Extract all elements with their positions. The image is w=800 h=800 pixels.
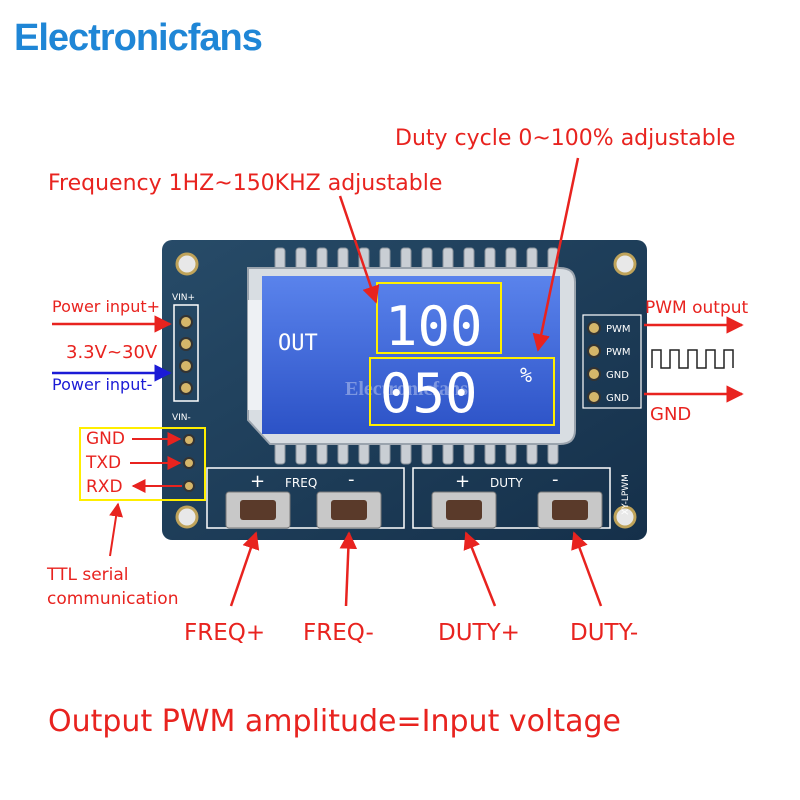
pin-vin-minus <box>179 381 193 395</box>
freq-plus-label: FREQ+ <box>184 620 265 646</box>
serial-txd-annotation: TXD <box>85 453 121 473</box>
freq-plus-silk: + <box>250 471 265 492</box>
freq-silk-label: FREQ <box>285 476 317 490</box>
lcd-bottom-value: 050 <box>380 362 478 425</box>
footer-caption: Output PWM amplitude=Input voltage <box>48 704 621 739</box>
freq-plus-arrow <box>229 531 260 607</box>
duty-plus-arrow <box>463 531 497 607</box>
duty-plus-label: DUTY+ <box>438 620 520 646</box>
pin-serial-gnd <box>183 434 195 446</box>
model-label: XY-LPWM <box>621 474 631 515</box>
output-pin-label: PWM <box>606 324 631 335</box>
lcd-mode-label: OUT <box>278 331 318 356</box>
ttl-serial-line-1: TTL serial <box>46 565 129 585</box>
lcd-pins-top <box>274 247 559 273</box>
pin-vin-plus <box>179 315 193 329</box>
lcd-screen <box>262 276 560 434</box>
vin-minus-label: VIN- <box>172 413 191 423</box>
mount-hole-bottom-right <box>613 505 637 529</box>
freq-minus-button[interactable] <box>316 491 382 529</box>
duty-minus-label: DUTY- <box>570 620 638 646</box>
vin-plus-label: VIN+ <box>172 293 195 303</box>
lcd-pins-bottom <box>274 439 559 465</box>
duty-minus-silk: - <box>552 469 559 490</box>
voltage-range-annotation: 3.3V~30V <box>66 342 158 363</box>
power-plus-annotation: Power input+ <box>52 297 160 316</box>
mount-hole-top-left <box>175 252 199 276</box>
mount-hole-bottom-left <box>175 505 199 529</box>
lcd-edge <box>248 300 262 410</box>
output-pin-gnd-3 <box>587 390 601 404</box>
serial-rxd-annotation: RXD <box>86 477 123 497</box>
output-header-outline <box>582 314 642 409</box>
watermark: Electronicfans <box>345 378 468 400</box>
serial-highlight-box <box>79 427 206 501</box>
duty-cycle-annotation: Duty cycle 0~100% adjustable <box>395 126 735 151</box>
pin-vin-3 <box>179 359 193 373</box>
ttl-serial-line-2: communication <box>47 589 178 609</box>
pin-serial-rxd <box>183 480 195 492</box>
frequency-arrow <box>338 195 380 304</box>
brand-logo: Electronicfans <box>14 17 262 59</box>
duty-minus-button[interactable] <box>537 491 603 529</box>
duty-minus-arrow <box>571 531 603 607</box>
pcb-board: OUT 100 050 % Electronicfans VIN+ VIN- P… <box>79 240 647 540</box>
output-pin-label: GND <box>606 393 629 404</box>
power-header-outline <box>173 304 199 402</box>
duty-plus-button[interactable] <box>431 491 497 529</box>
output-pin-gnd-2 <box>587 367 601 381</box>
output-pin-label: PWM <box>606 347 631 358</box>
frequency-annotation: Frequency 1HZ~150KHZ adjustable <box>48 171 442 196</box>
duty-cycle-arrow <box>532 157 580 352</box>
freq-minus-silk: - <box>348 469 355 490</box>
duty-silk-label: DUTY <box>490 476 523 490</box>
output-pin-label: GND <box>606 370 629 381</box>
freq-plus-button[interactable] <box>225 491 291 529</box>
pin-vin-2 <box>179 337 193 351</box>
serial-gnd-annotation: GND <box>86 429 125 449</box>
mount-hole-top-right <box>613 252 637 276</box>
duty-plus-silk: + <box>455 471 470 492</box>
pin-serial-txd <box>183 457 195 469</box>
pwm-output-annotation: PWM output <box>645 298 749 318</box>
frequency-highlight-box <box>376 282 502 354</box>
lcd-top-value: 100 <box>385 295 483 358</box>
output-pin-pwm-1 <box>587 344 601 358</box>
duty-button-panel <box>412 467 611 529</box>
duty-highlight-box <box>369 357 555 426</box>
ttl-serial-arrow <box>109 502 124 557</box>
output-pin-pwm-0 <box>587 321 601 335</box>
freq-minus-label: FREQ- <box>303 620 374 646</box>
freq-button-panel <box>206 467 405 529</box>
freq-minus-arrow <box>339 531 358 607</box>
output-pins: PWM PWM GND GND <box>587 321 631 404</box>
power-minus-annotation: Power input- <box>52 375 152 394</box>
lcd-unit: % <box>520 363 532 387</box>
pwm-waveform <box>651 349 734 369</box>
gnd-right-annotation: GND <box>650 404 691 425</box>
